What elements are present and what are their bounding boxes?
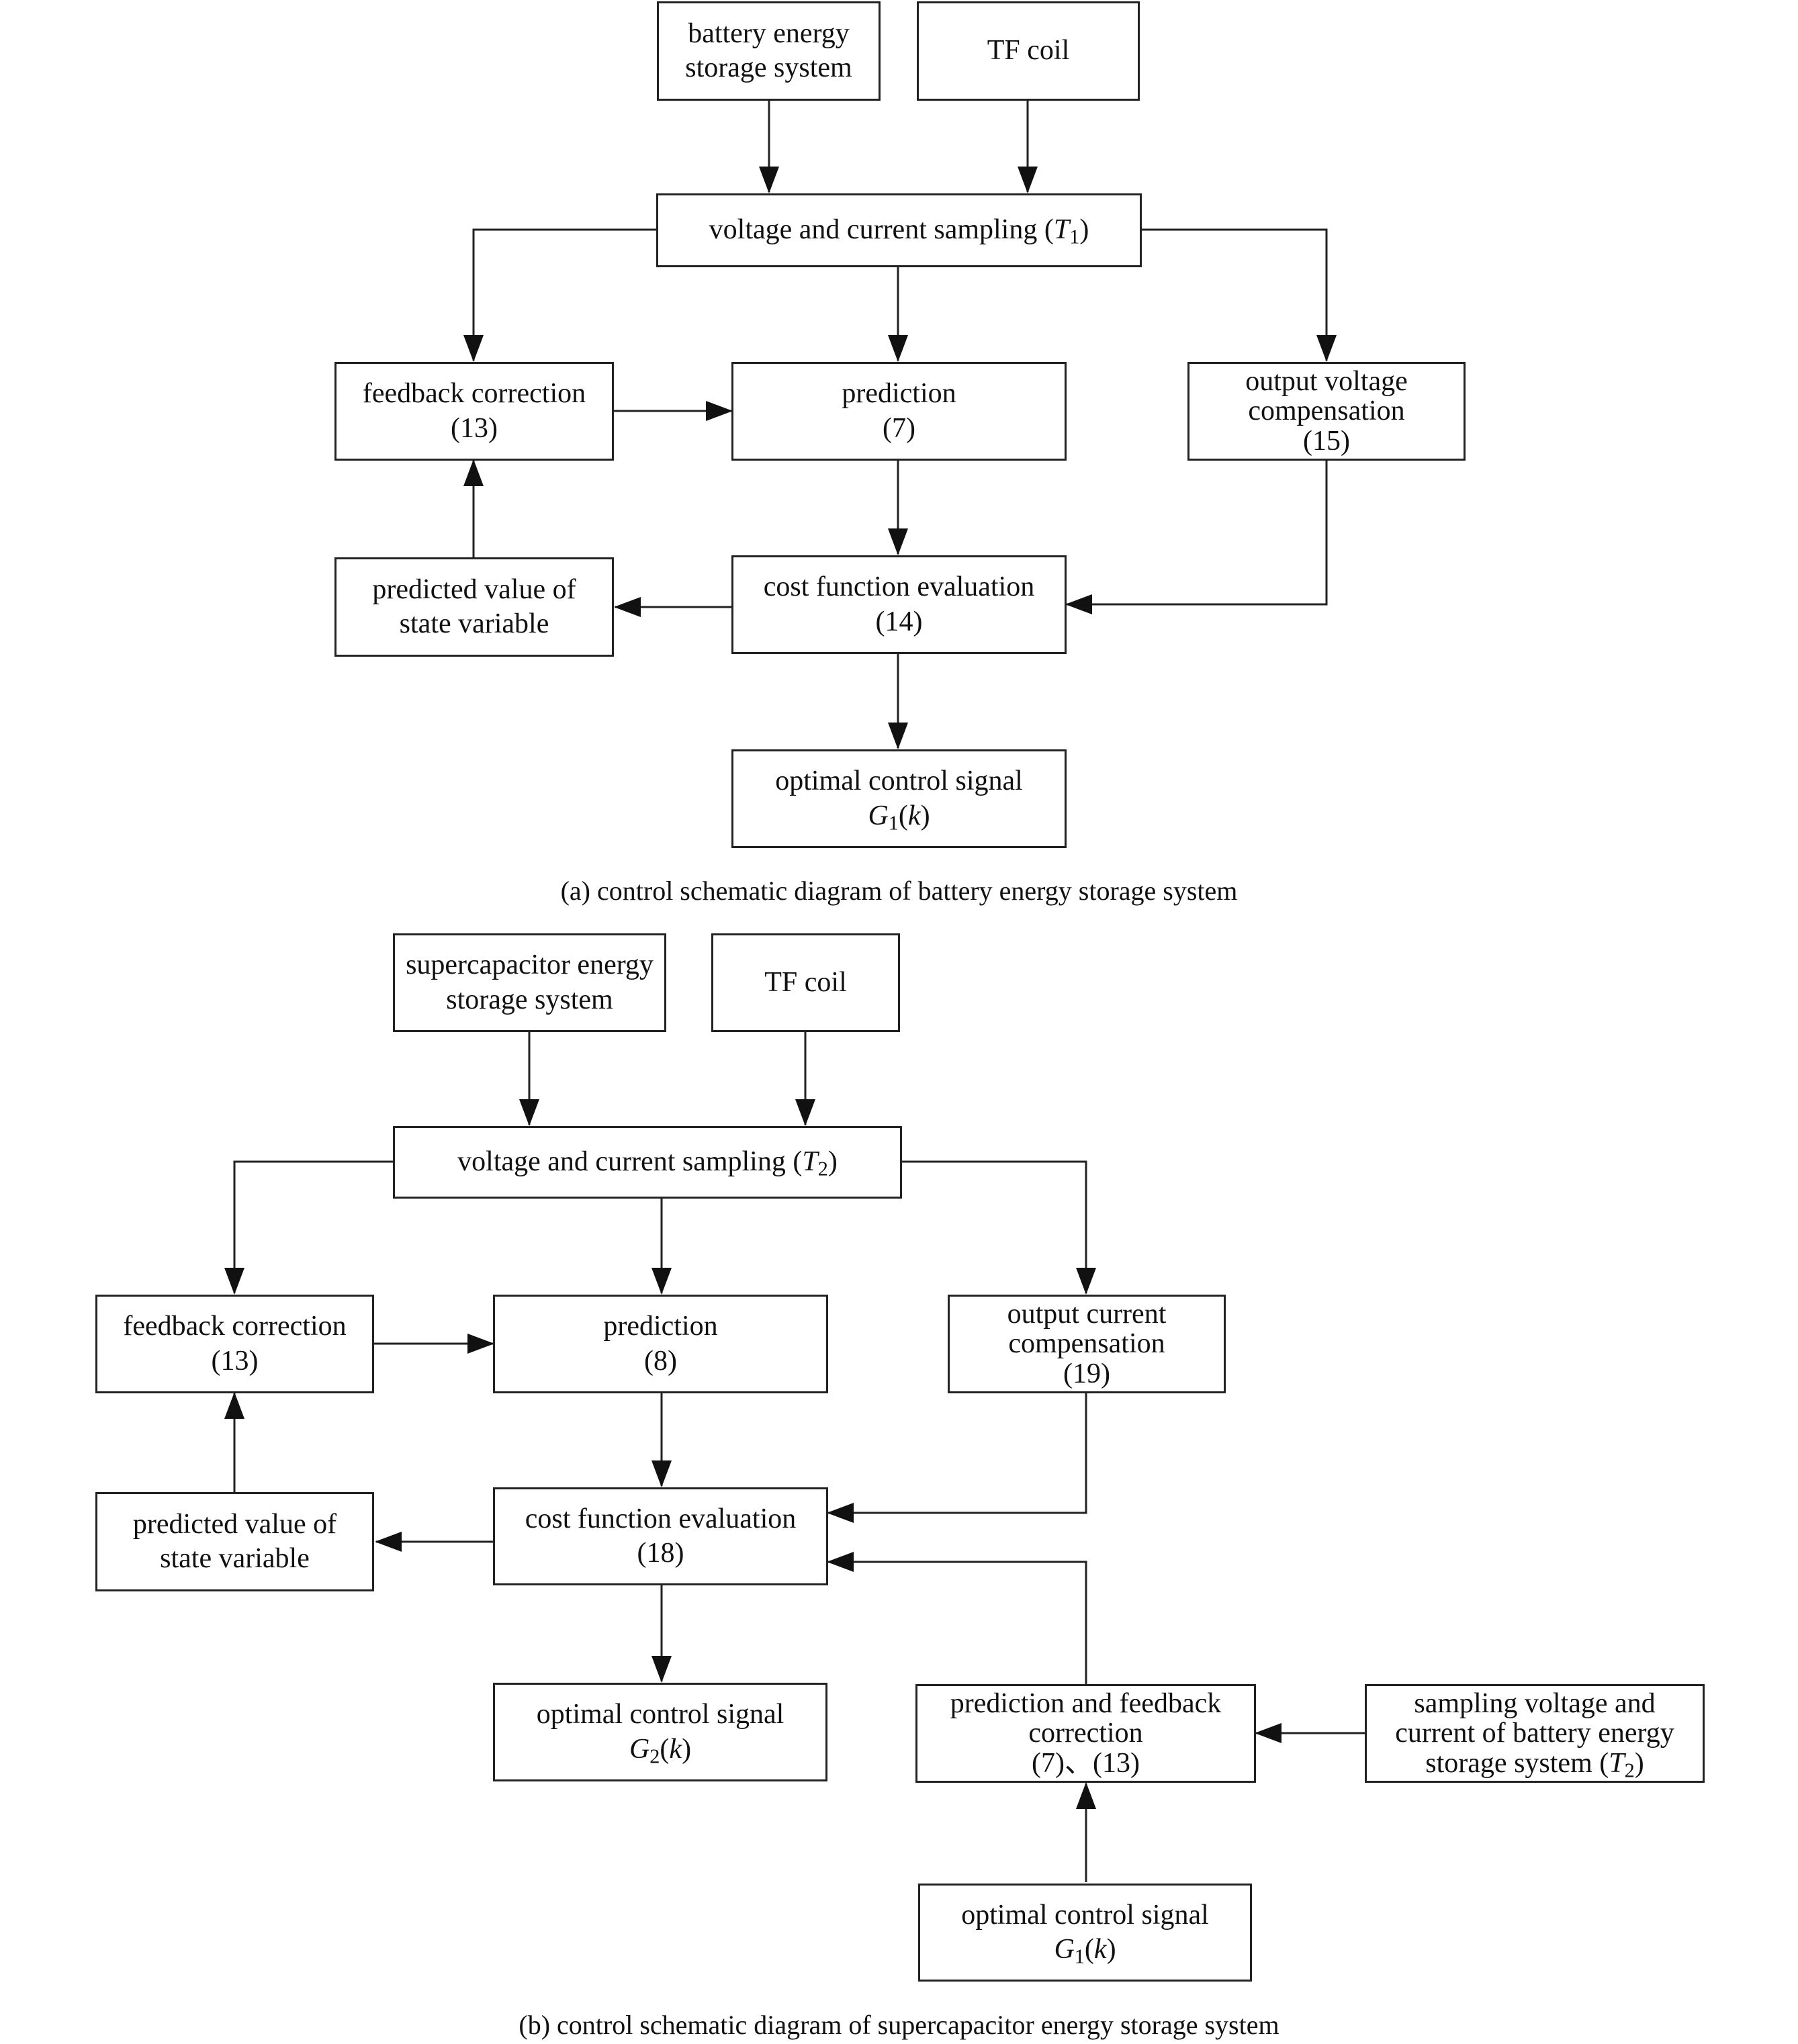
prediction-feedback-correction-box: prediction and feedback correction (7)、(… <box>915 1684 1256 1783</box>
arrow-sampling-to-feedback <box>463 228 656 362</box>
battery-sampling-box: sampling voltage and current of battery … <box>1365 1684 1705 1783</box>
compensation-b-line2: compensation <box>1008 1328 1165 1360</box>
prediction-b-line1: prediction <box>603 1311 718 1342</box>
predicted-a-line2: state variable <box>399 608 549 639</box>
optimal-control-signal-box-b: optimal control signal G2(k) <box>493 1683 827 1781</box>
optimal-g1-line1: optimal control signal <box>961 1899 1209 1931</box>
feedback-correction-box-b: feedback correction (13) <box>95 1295 374 1393</box>
battery-source-line2: storage system <box>685 52 852 83</box>
sampling-box-a: voltage and current sampling (T1) <box>656 193 1142 267</box>
cost-b-line2: (18) <box>637 1538 684 1569</box>
cost-function-box-b: cost function evaluation (18) <box>493 1487 828 1585</box>
caption-b: (b) control schematic diagram of superca… <box>519 2010 1279 2040</box>
arrow-sampling-to-compensation <box>1142 228 1337 362</box>
cost-b-line1: cost function evaluation <box>525 1503 797 1534</box>
supercap-source-line2: storage system <box>446 984 613 1015</box>
sampling-b-label: voltage and current sampling (T2) <box>457 1146 838 1180</box>
predicted-value-box-b: predicted value of state variable <box>95 1492 374 1591</box>
cost-a-line1: cost function evaluation <box>763 571 1035 603</box>
pred-feedback-line1: prediction and feedback <box>950 1688 1222 1720</box>
compensation-b-line3: (19) <box>1063 1358 1110 1389</box>
prediction-b-line2: (8) <box>644 1345 677 1377</box>
prediction-box-a: prediction (7) <box>731 362 1067 461</box>
optimal-g1-symbol: G1(k) <box>1054 1934 1116 1968</box>
optimal-control-signal-box-a: optimal control signal G1(k) <box>731 749 1067 848</box>
cost-function-box-a: cost function evaluation (14) <box>731 555 1067 654</box>
battery-energy-storage-system-box: battery energy storage system <box>657 1 881 101</box>
predicted-a-line1: predicted value of <box>372 573 576 605</box>
prediction-a-line2: (7) <box>883 412 915 444</box>
arrow-sampling-b-to-feedback <box>224 1160 393 1295</box>
sampling-box-b: voltage and current sampling (T2) <box>393 1126 902 1199</box>
tf-coil-b-label: TF coil <box>764 966 847 998</box>
optimal-a-symbol: G1(k) <box>868 800 930 835</box>
output-voltage-compensation-box: output voltage compensation (15) <box>1187 362 1466 461</box>
optimal-a-line1: optimal control signal <box>775 765 1023 797</box>
supercap-source-line1: supercapacitor energy <box>406 949 654 981</box>
pred-feedback-line3: (7)、(13) <box>1032 1747 1140 1779</box>
arrow-compensation-to-cost <box>1065 461 1328 614</box>
battery-source-line1: battery energy <box>688 17 850 49</box>
feedback-correction-box-a: feedback correction (13) <box>334 362 614 461</box>
arrow-predfeedback-to-cost <box>827 1552 1087 1684</box>
feedback-b-line2: (13) <box>211 1345 259 1377</box>
compensation-a-line2: compensation <box>1248 396 1405 427</box>
optimal-b-line1: optimal control signal <box>536 1699 784 1730</box>
optimal-b-symbol: G2(k) <box>629 1733 692 1768</box>
sampling-a-label: voltage and current sampling (T1) <box>709 214 1089 248</box>
feedback-a-line1: feedback correction <box>362 378 586 410</box>
cost-a-line2: (14) <box>875 606 923 637</box>
output-current-compensation-box: output current compensation (19) <box>948 1295 1226 1393</box>
compensation-a-line3: (15) <box>1303 425 1350 457</box>
caption-a: (a) control schematic diagram of battery… <box>560 876 1238 906</box>
feedback-a-line2: (13) <box>451 412 498 444</box>
prediction-box-b: prediction (8) <box>493 1295 828 1393</box>
compensation-a-line1: output voltage <box>1245 366 1408 398</box>
battery-sampling-line3: storage system (T2) <box>1425 1747 1644 1782</box>
predicted-b-line1: predicted value of <box>132 1508 337 1540</box>
feedback-b-line1: feedback correction <box>123 1311 347 1342</box>
battery-sampling-line1: sampling voltage and <box>1414 1688 1656 1720</box>
tf-coil-box: TF coil <box>917 1 1140 101</box>
predicted-b-line2: state variable <box>160 1543 310 1574</box>
optimal-control-signal-g1-box: optimal control signal G1(k) <box>918 1884 1252 1982</box>
predicted-value-box-a: predicted value of state variable <box>334 557 614 657</box>
supercapacitor-energy-storage-system-box: supercapacitor energy storage system <box>393 933 666 1032</box>
pred-feedback-line2: correction <box>1028 1718 1143 1749</box>
tf-coil-label: TF coil <box>987 35 1070 66</box>
tf-coil-box-b: TF coil <box>711 933 900 1032</box>
arrow-sampling-b-to-compensation <box>902 1160 1096 1295</box>
arrow-compensation-b-to-cost <box>827 1393 1087 1523</box>
battery-sampling-line2: current of battery energy <box>1395 1718 1674 1749</box>
compensation-b-line1: output current <box>1007 1299 1167 1330</box>
prediction-a-line1: prediction <box>842 378 956 410</box>
